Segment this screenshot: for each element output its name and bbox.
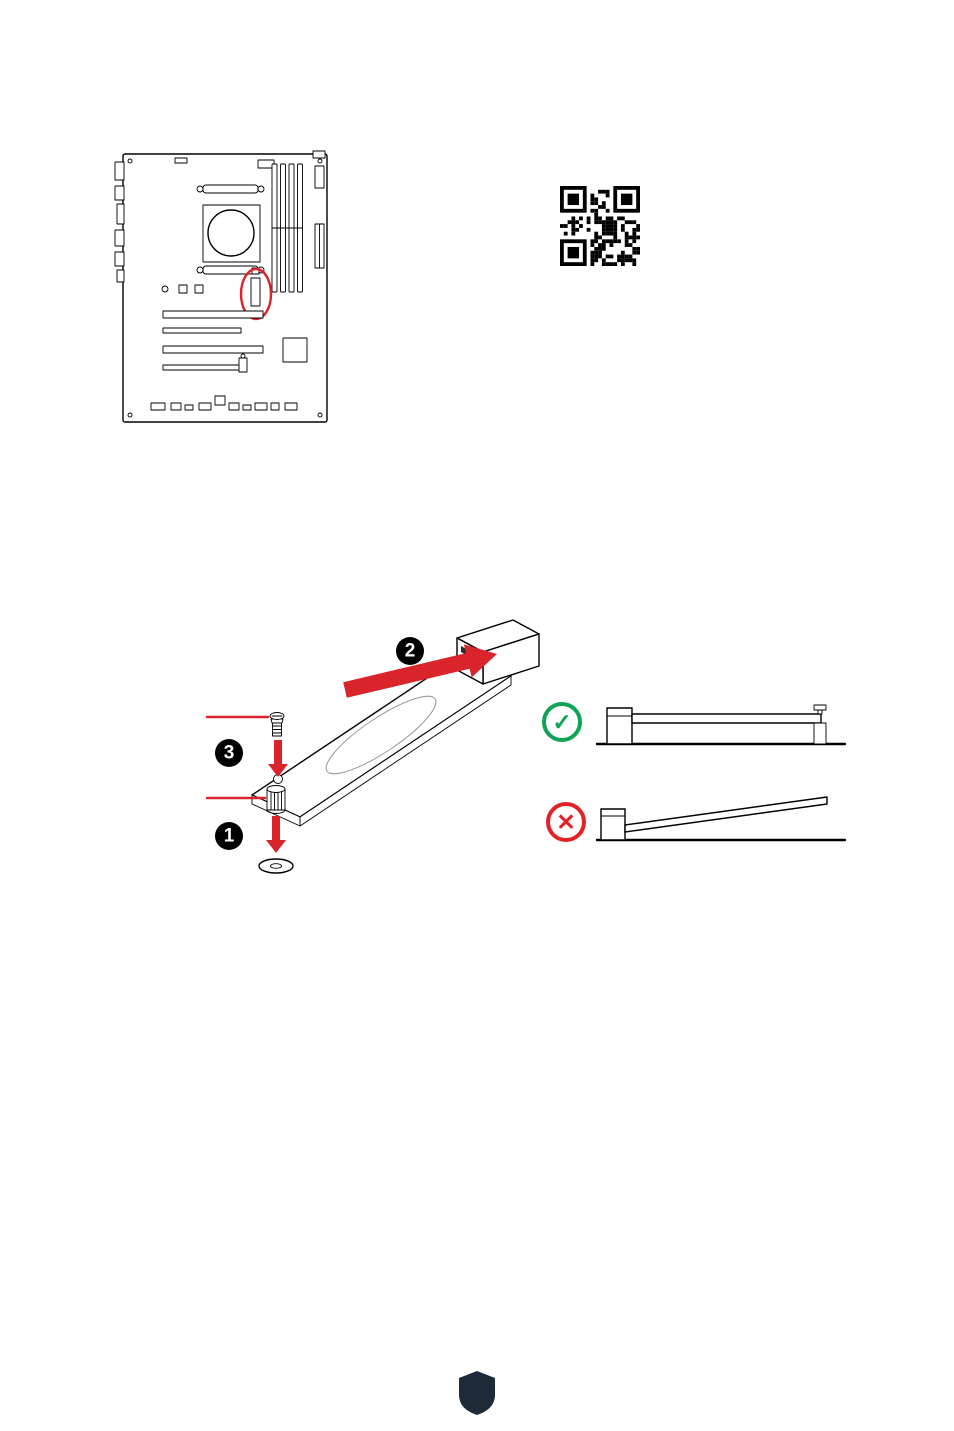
qr-code bbox=[560, 186, 640, 266]
correct-installation-side-view bbox=[595, 704, 847, 746]
step-1-number: 1 bbox=[224, 826, 235, 847]
m2-installation-diagram: 2 3 1 bbox=[205, 619, 540, 874]
slot-connector-side bbox=[600, 808, 626, 841]
dimm-slots bbox=[271, 163, 303, 293]
standoff-down-arrow bbox=[266, 816, 286, 853]
check-circle-icon: ✓ bbox=[542, 702, 582, 742]
m2-screw bbox=[269, 712, 285, 737]
cross-circle-icon: ✕ bbox=[546, 802, 586, 842]
rear-io-ports bbox=[114, 161, 125, 283]
ssd-tilted bbox=[624, 796, 828, 833]
chipset-heatsink bbox=[282, 337, 308, 363]
cpu-socket-circle bbox=[207, 209, 255, 257]
second-m2-slot bbox=[238, 353, 248, 373]
cpu-socket bbox=[202, 204, 261, 263]
ssd-flat bbox=[631, 713, 822, 724]
m2-standoff bbox=[266, 785, 286, 814]
small-components bbox=[161, 284, 204, 294]
board-outline bbox=[122, 153, 328, 423]
step-2-badge: 2 bbox=[396, 637, 424, 665]
atx-power-connector bbox=[314, 223, 325, 269]
insert-arrow bbox=[343, 644, 497, 698]
bottom-headers bbox=[150, 395, 298, 411]
page-shield-icon bbox=[459, 1371, 495, 1415]
motherboard-location-diagram bbox=[114, 150, 328, 423]
m2-slot bbox=[239, 267, 273, 321]
step-1-badge: 1 bbox=[215, 822, 243, 850]
screw-down-arrow bbox=[268, 740, 288, 777]
mounting-holes bbox=[127, 158, 323, 418]
slot-connector-side bbox=[606, 707, 633, 745]
step-3-number: 3 bbox=[224, 743, 235, 764]
check-glyph: ✓ bbox=[552, 708, 572, 735]
pcie-slots bbox=[162, 310, 264, 371]
cross-glyph: ✕ bbox=[556, 808, 576, 835]
standoff-base-washer bbox=[258, 858, 294, 874]
m2-slot-highlight-ellipse bbox=[239, 267, 273, 321]
cpu-socket-area bbox=[196, 184, 265, 275]
ssd-label-oval bbox=[325, 695, 437, 775]
standoff-side bbox=[813, 722, 827, 745]
right-edge-header bbox=[314, 165, 325, 189]
incorrect-installation-side-view bbox=[595, 796, 847, 842]
screw-side bbox=[813, 704, 827, 715]
step-3-badge: 3 bbox=[215, 739, 243, 767]
step-2-number: 2 bbox=[405, 641, 416, 662]
